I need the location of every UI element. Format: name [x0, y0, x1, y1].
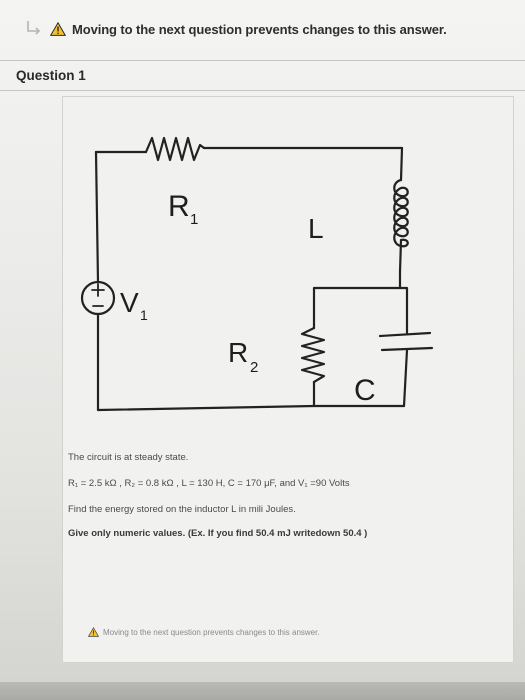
return-arrow-icon	[27, 21, 41, 35]
footer-warning-text: Moving to the next question prevents cha…	[103, 627, 320, 637]
wire	[96, 404, 406, 412]
label-r1: R	[168, 190, 190, 223]
instruction-line: Give only numeric values. (Ex. If you fi…	[68, 528, 368, 539]
question-title: Question 1	[16, 68, 86, 83]
label-r2-sub: 2	[250, 359, 258, 376]
voltage-source-v1	[80, 280, 116, 316]
circuit-diagram: R 1 L V 1 R 2 C	[80, 136, 434, 412]
wire	[398, 286, 409, 336]
question-content	[62, 96, 514, 663]
label-v1-sub: 1	[140, 307, 148, 323]
wire	[399, 146, 404, 182]
screen-bezel	[0, 682, 525, 700]
resistor-r1	[144, 136, 206, 162]
capacitor-plate	[378, 331, 432, 338]
warning-text: Moving to the next question prevents cha…	[72, 21, 447, 37]
resistor-r2	[300, 326, 326, 384]
inductor-l	[393, 178, 409, 274]
label-l: L	[308, 213, 324, 244]
wire	[402, 348, 409, 408]
label-r2: R	[228, 337, 248, 368]
divider	[0, 60, 525, 61]
wire	[312, 270, 402, 330]
label-v1: V	[120, 287, 139, 318]
navigation-warning: Moving to the next question prevents cha…	[22, 18, 447, 40]
wire	[94, 150, 100, 284]
plus-sign	[91, 283, 105, 297]
divider	[0, 90, 525, 91]
warning-icon	[50, 22, 66, 36]
find-line: Find the energy stored on the inductor L…	[68, 504, 296, 515]
label-r1-sub: 1	[190, 211, 198, 228]
footer-warning: Moving to the next question prevents cha…	[88, 627, 320, 637]
steady-state-line: The circuit is at steady state.	[68, 452, 189, 463]
warning-icon	[88, 627, 99, 637]
label-c: C	[354, 374, 376, 407]
given-values-line: R₁ = 2.5 kΩ , R₂ = 0.8 kΩ , L = 130 H, C…	[68, 478, 350, 489]
